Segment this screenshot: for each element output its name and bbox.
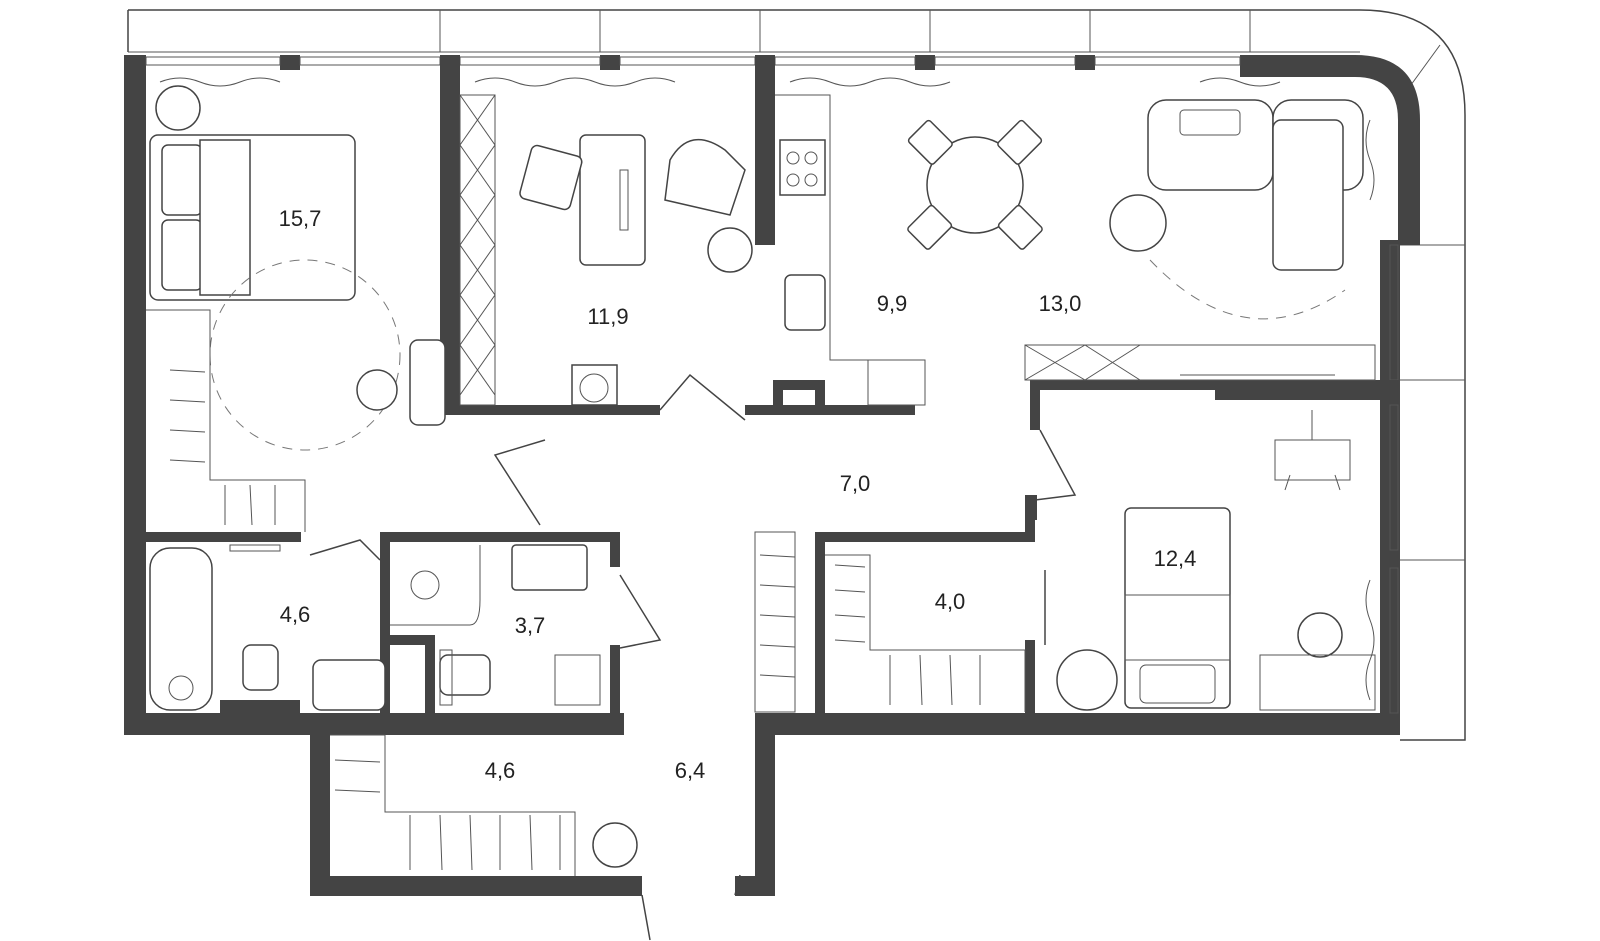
room-area-hall: 7,0 <box>840 471 871 496</box>
room-area-small-bedroom: 12,4 <box>1154 546 1197 571</box>
room-area-wc: 3,7 <box>515 613 546 638</box>
room-area-main-bedroom: 15,7 <box>279 206 322 231</box>
wc-furniture <box>390 544 601 706</box>
interior-walls <box>146 55 1400 722</box>
small-bedroom-furniture <box>1056 410 1376 711</box>
room-area-kitchen: 9,9 <box>877 291 908 316</box>
kitchen-living-furniture <box>775 94 1376 406</box>
exterior-walls <box>124 55 1420 896</box>
room-area-wardrobe: 4,6 <box>485 758 516 783</box>
room-area-entrance: 6,4 <box>675 758 706 783</box>
bathroom-furniture <box>149 544 386 713</box>
storage-furniture <box>330 531 1026 876</box>
terrace <box>127 9 1466 741</box>
doors <box>309 140 1077 941</box>
main-bedroom-furniture <box>146 85 446 532</box>
room-area-office: 11,9 <box>587 304 628 329</box>
room-area-bathroom: 4,6 <box>280 602 311 627</box>
room-area-living: 13,0 <box>1039 291 1082 316</box>
office-furniture <box>459 94 753 406</box>
room-area-storage: 4,0 <box>935 589 966 614</box>
